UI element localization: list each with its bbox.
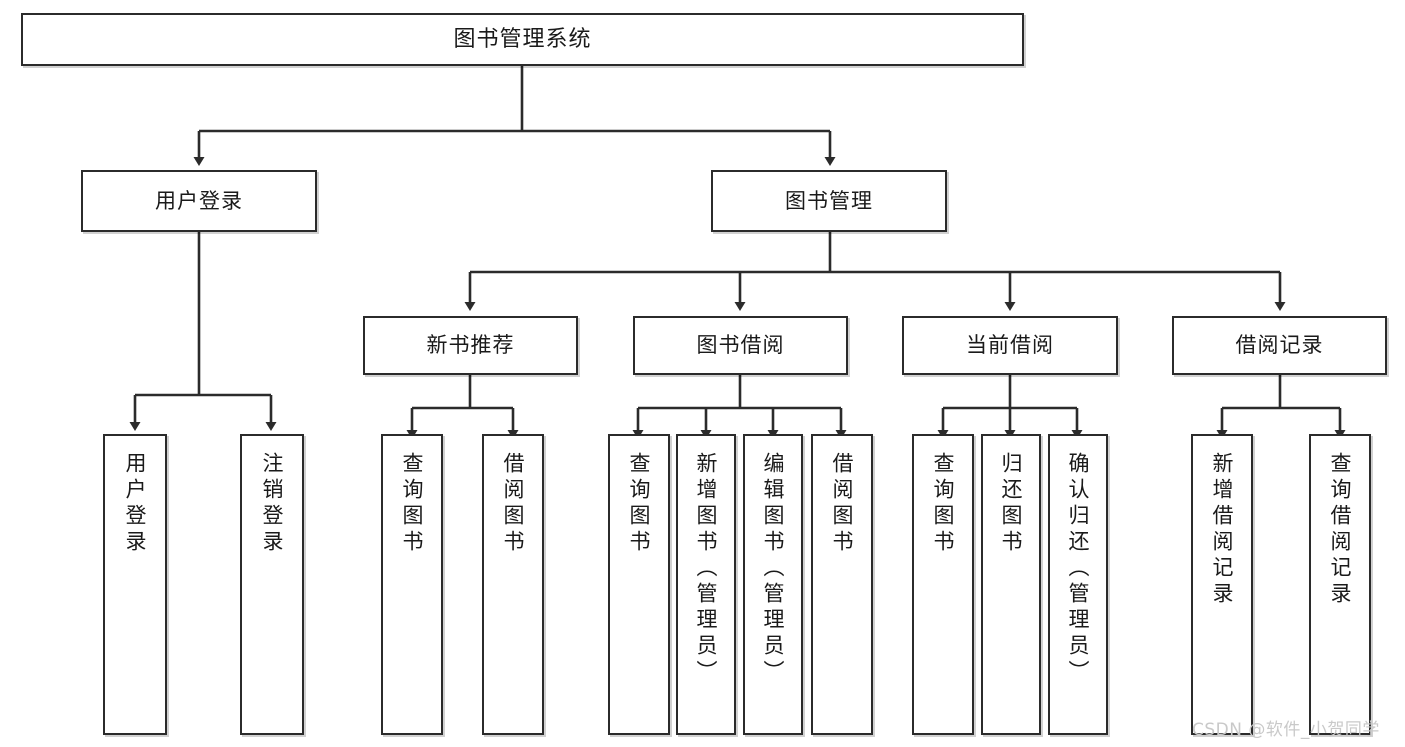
leaf-return-book[interactable]: 归还图书 bbox=[981, 434, 1041, 735]
node-label: 注销登录 bbox=[260, 452, 285, 556]
node-root-library-system[interactable]: 图书管理系统 bbox=[21, 13, 1024, 66]
node-label: 图书管理 bbox=[785, 188, 873, 213]
node-user-login[interactable]: 用户登录 bbox=[81, 170, 317, 232]
node-label: 借阅图书 bbox=[830, 452, 855, 556]
node-label: 编辑图书（管理员） bbox=[761, 452, 786, 686]
node-book-management[interactable]: 图书管理 bbox=[711, 170, 947, 232]
node-label: 确认归还（管理员） bbox=[1066, 452, 1091, 686]
node-label: 查询图书 bbox=[627, 452, 652, 556]
node-label: 借阅记录 bbox=[1235, 333, 1324, 358]
leaf-user-login[interactable]: 用户登录 bbox=[103, 434, 167, 735]
leaf-edit-book-admin[interactable]: 编辑图书（管理员） bbox=[743, 434, 803, 735]
node-label: 图书管理系统 bbox=[453, 26, 592, 52]
node-label: 图书借阅 bbox=[696, 333, 785, 358]
leaf-borrow-book-borrowing[interactable]: 借阅图书 bbox=[811, 434, 873, 735]
node-label: 归还图书 bbox=[999, 452, 1024, 556]
leaf-user-logout[interactable]: 注销登录 bbox=[240, 434, 304, 735]
node-label: 查询图书 bbox=[400, 452, 425, 556]
leaf-query-book-current[interactable]: 查询图书 bbox=[912, 434, 974, 735]
node-label: 借阅图书 bbox=[501, 452, 526, 556]
node-label: 用户登录 bbox=[123, 452, 148, 556]
node-label: 新增图书（管理员） bbox=[694, 452, 719, 686]
leaf-query-borrow-record[interactable]: 查询借阅记录 bbox=[1309, 434, 1371, 735]
node-label: 当前借阅 bbox=[966, 333, 1054, 358]
node-borrowing-record[interactable]: 借阅记录 bbox=[1172, 316, 1387, 375]
node-current-borrowing[interactable]: 当前借阅 bbox=[902, 316, 1118, 375]
leaf-query-book-recommendation[interactable]: 查询图书 bbox=[381, 434, 443, 735]
leaf-confirm-return-admin[interactable]: 确认归还（管理员） bbox=[1048, 434, 1108, 735]
node-new-book-recommendation[interactable]: 新书推荐 bbox=[363, 316, 578, 375]
leaf-borrow-book-recommendation[interactable]: 借阅图书 bbox=[482, 434, 544, 735]
node-label: 查询借阅记录 bbox=[1328, 452, 1353, 608]
node-book-borrowing[interactable]: 图书借阅 bbox=[633, 316, 848, 375]
node-label: 用户登录 bbox=[155, 188, 243, 213]
node-label: 新书推荐 bbox=[426, 333, 515, 358]
leaf-add-book-admin[interactable]: 新增图书（管理员） bbox=[676, 434, 736, 735]
node-label: 查询图书 bbox=[931, 452, 956, 556]
leaf-query-book-borrowing[interactable]: 查询图书 bbox=[608, 434, 670, 735]
leaf-add-borrow-record[interactable]: 新增借阅记录 bbox=[1191, 434, 1253, 735]
node-label: 新增借阅记录 bbox=[1210, 452, 1235, 608]
csdn-watermark: CSDN @软件_小贺同学 bbox=[1192, 720, 1380, 740]
